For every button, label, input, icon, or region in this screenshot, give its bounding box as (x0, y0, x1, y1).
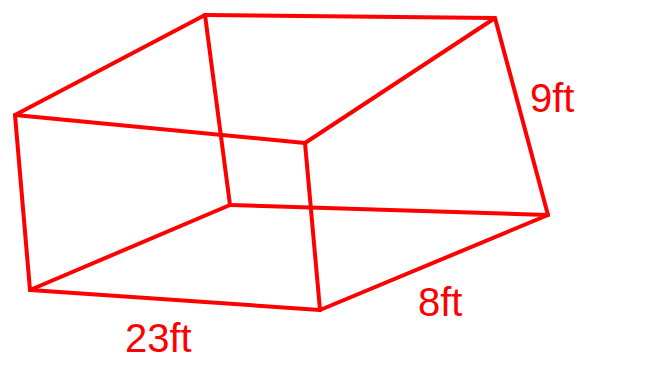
dimension-label: 8ft (418, 282, 462, 322)
box-edge (30, 205, 230, 290)
box-edge (205, 15, 495, 18)
box-edge (15, 15, 205, 115)
dimension-label: 9ft (530, 78, 574, 118)
dimension-label: 23ft (125, 318, 192, 358)
box-edge (230, 205, 548, 215)
box-edge (305, 143, 320, 310)
box-edge (15, 115, 30, 290)
box-edge (305, 18, 495, 143)
box-edge (30, 290, 320, 310)
box-edge (205, 15, 230, 205)
box-edge (15, 115, 305, 143)
